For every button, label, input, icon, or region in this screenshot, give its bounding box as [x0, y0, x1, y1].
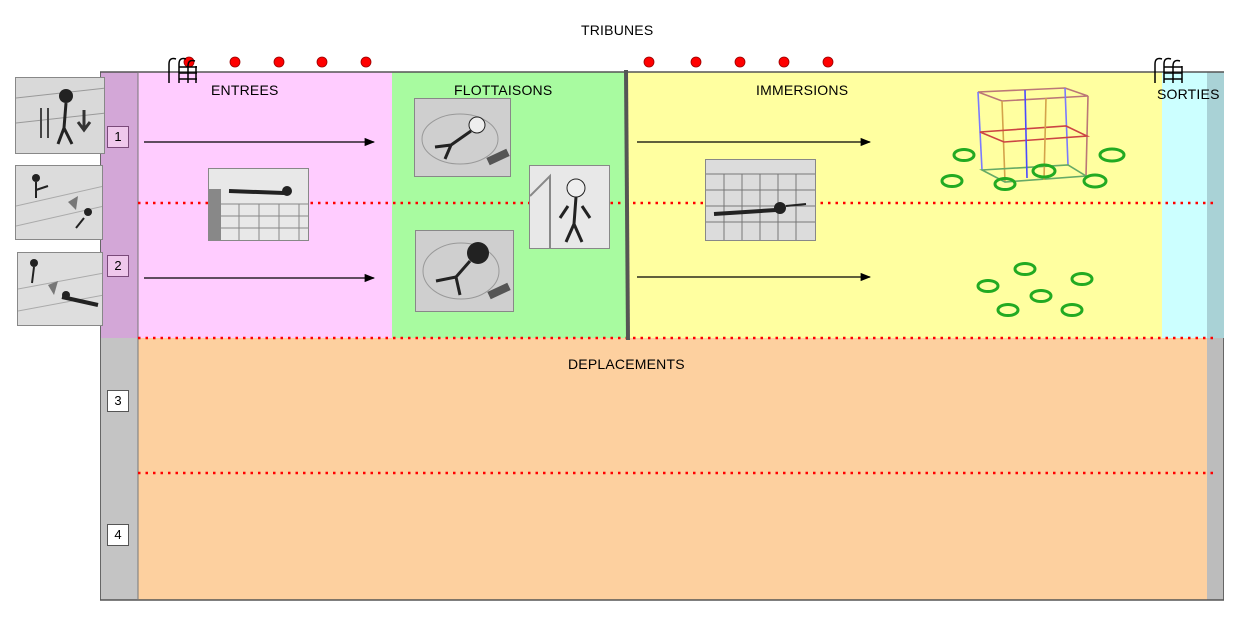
- zone-divider: [624, 69, 630, 341]
- immersions-label: IMMERSIONS: [756, 82, 849, 98]
- flottaisons-label: FLOTTAISONS: [454, 82, 553, 98]
- lane-number-2: 2: [107, 255, 129, 277]
- hoop-icon: [940, 147, 1126, 317]
- zone-sorties: [1162, 72, 1207, 338]
- buoy-icon: [183, 56, 834, 68]
- swimmer-illustration: [705, 159, 816, 241]
- pool-right-edge-upper: [1207, 72, 1224, 338]
- ladder-icon: [1154, 57, 1183, 83]
- tribunes-label: TRIBUNES: [581, 22, 654, 38]
- entrees-label: ENTREES: [211, 82, 279, 98]
- swimmer-illustration: [529, 165, 610, 249]
- swimmer-illustration: [208, 168, 309, 241]
- swimmer-illustration: [17, 252, 103, 326]
- swimmer-illustration: [414, 98, 511, 177]
- swimmer-illustration: [15, 77, 105, 154]
- zone-deplacements: [138, 338, 1207, 600]
- ladder-icon: [168, 57, 197, 83]
- sorties-label: SORTIES: [1157, 86, 1220, 102]
- lane-number-1: 1: [107, 126, 129, 148]
- swimmer-illustration: [15, 165, 103, 240]
- lane-number-3: 3: [107, 390, 129, 412]
- pool-left-edge-upper: [101, 72, 138, 338]
- lane-number-4: 4: [107, 524, 129, 546]
- swimmer-illustration: [415, 230, 514, 312]
- deplacements-label: DEPLACEMENTS: [568, 356, 685, 372]
